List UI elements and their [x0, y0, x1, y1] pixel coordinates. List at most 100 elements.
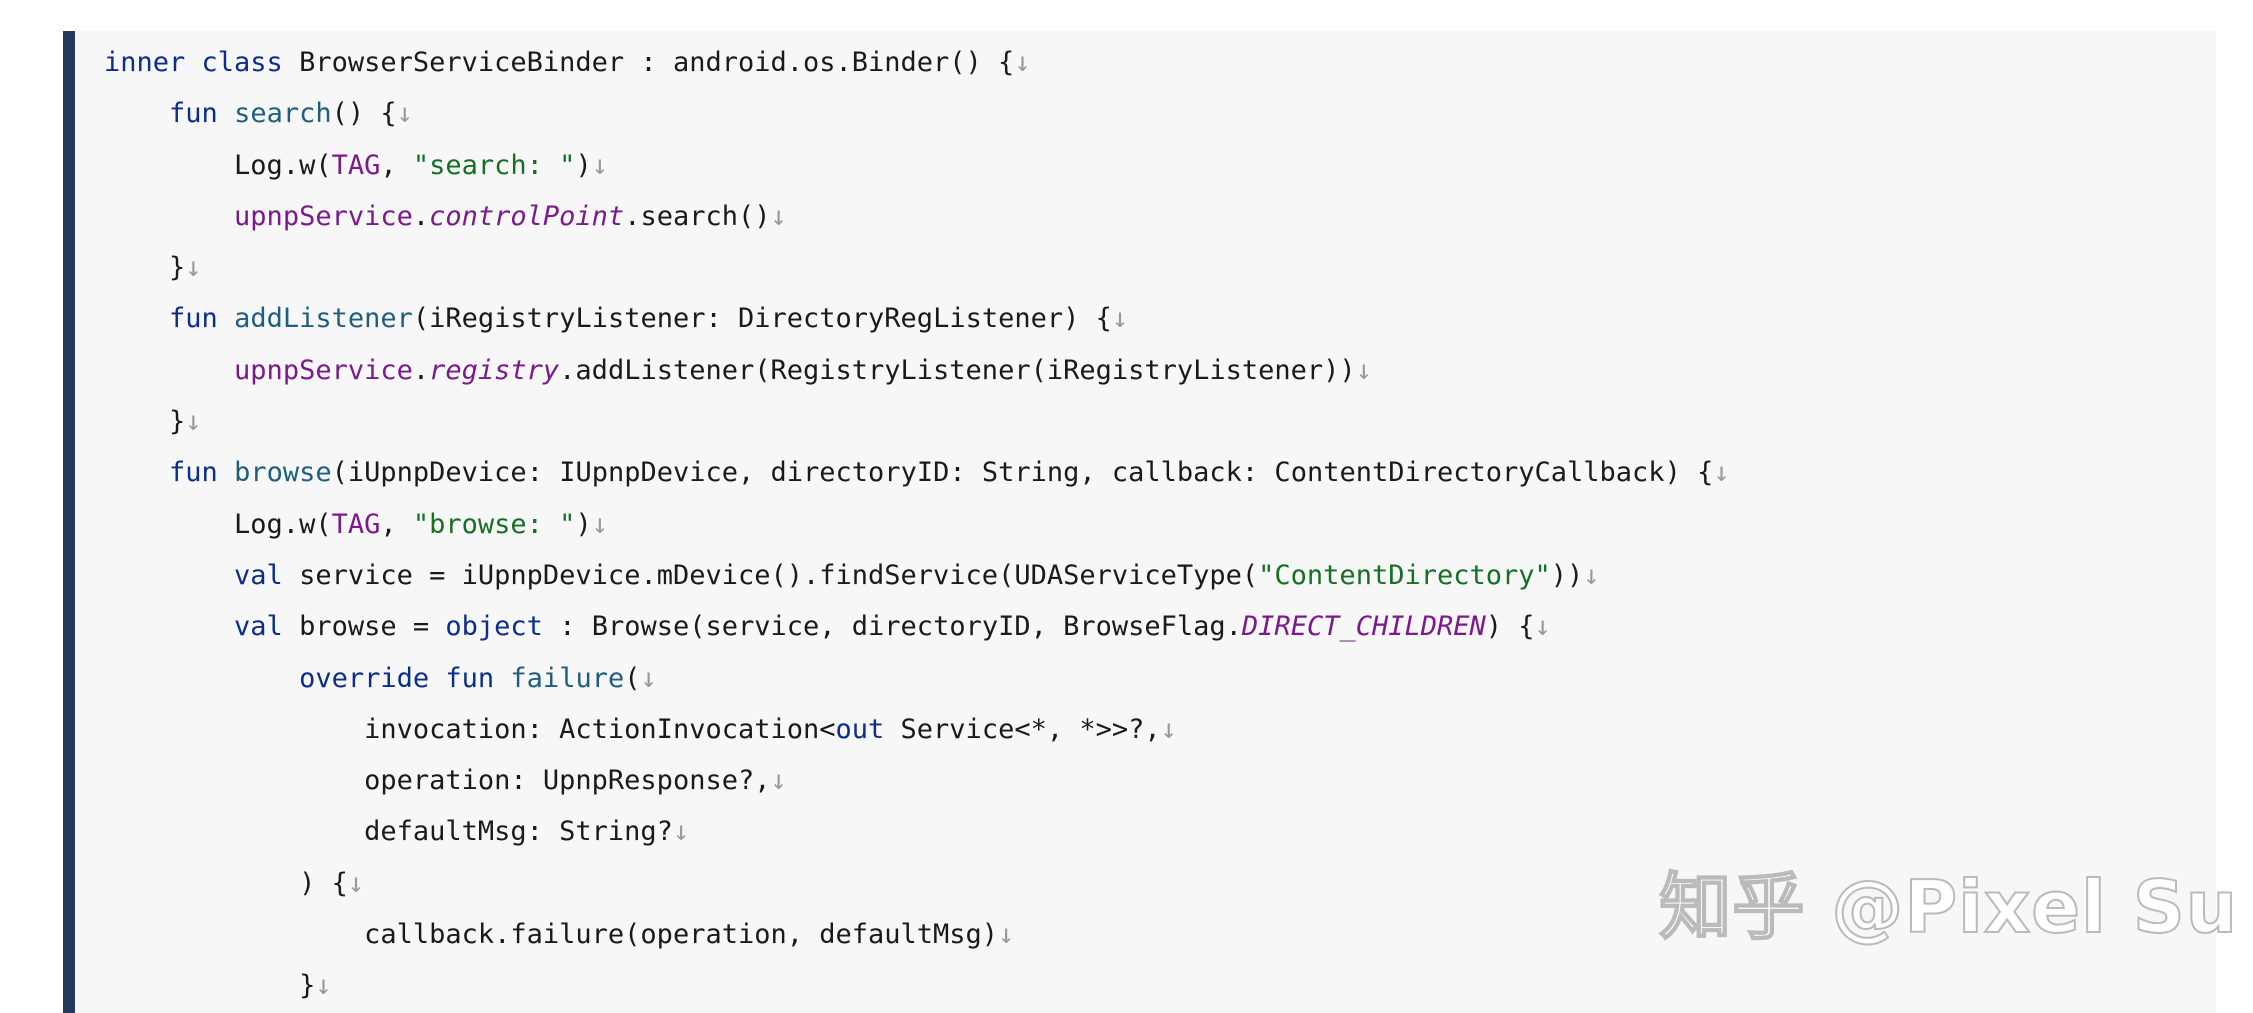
code-token: controlPoint [429, 200, 625, 232]
code-line: Log.w(TAG, "search: ")↓ [104, 134, 1730, 185]
line-break-marker: ↓ [1534, 611, 1551, 643]
line-break-marker: ↓ [396, 98, 413, 130]
code-line: defaultMsg: String?↓ [104, 800, 1730, 851]
code-token [104, 457, 169, 488]
code-token [104, 611, 234, 642]
code-token [218, 303, 234, 334]
line-break-marker: ↓ [185, 252, 202, 284]
code-token [104, 355, 234, 386]
code-line: ) {↓ [104, 852, 1730, 903]
code-token: . [412, 354, 430, 386]
code-token: Service<*, *>>?, [884, 713, 1161, 745]
code-token: fun [169, 98, 218, 130]
code-token [104, 663, 299, 694]
code-token: browse [234, 457, 332, 489]
code-token: , [380, 508, 413, 540]
code-token: ) [575, 508, 592, 540]
code-token: service = iUpnpDevice.mDevice().findServ… [282, 559, 1259, 591]
code-line: callback.failure(operation, defaultMsg)↓ [104, 903, 1730, 954]
line-break-marker: ↓ [347, 867, 365, 899]
code-token: operation: UpnpResponse?, [104, 765, 771, 797]
code-token: fun [169, 457, 218, 489]
code-token [104, 201, 234, 232]
code-listing: inner class BrowserServiceBinder : andro… [104, 31, 1730, 1006]
line-break-marker: ↓ [672, 816, 690, 848]
code-line: override fun failure(↓ [104, 647, 1730, 698]
code-token: search [234, 98, 332, 130]
code-token: "ContentDirectory" [1258, 559, 1551, 591]
code-token: , [380, 149, 413, 181]
code-token: override fun [299, 662, 495, 694]
line-break-marker: ↓ [315, 970, 332, 1002]
line-break-marker: ↓ [1160, 713, 1177, 745]
code-line: operation: UpnpResponse?,↓ [104, 749, 1730, 800]
code-token: ( [624, 662, 641, 694]
code-token [218, 457, 234, 488]
code-token: : Browse(service, directoryID, BrowseFla… [542, 611, 1242, 643]
code-token: upnpService [234, 200, 413, 232]
code-token: object [445, 611, 543, 643]
code-token: )) [1550, 559, 1584, 591]
code-line: fun browse(iUpnpDevice: IUpnpDevice, dir… [104, 441, 1730, 492]
code-token: (iUpnpDevice: IUpnpDevice, directoryID: … [331, 457, 1714, 489]
line-break-marker: ↓ [998, 919, 1015, 951]
code-token: registry [429, 354, 560, 386]
code-token [494, 663, 510, 694]
line-break-marker: ↓ [1583, 559, 1600, 591]
line-break-marker: ↓ [770, 200, 787, 232]
code-block: inner class BrowserServiceBinder : andro… [63, 31, 2216, 1013]
code-token: . [412, 200, 430, 232]
line-break-marker: ↓ [770, 765, 787, 797]
code-token: "search: " [412, 149, 576, 181]
code-token [104, 98, 169, 129]
code-token: fun [169, 303, 218, 335]
line-break-marker: ↓ [1713, 457, 1730, 489]
code-line: fun search() {↓ [104, 82, 1730, 133]
code-token: } [104, 970, 316, 1002]
code-token: addListener [234, 303, 413, 335]
code-token: TAG [331, 508, 381, 540]
code-token: Log.w( [104, 149, 332, 181]
code-token: inner class [104, 47, 283, 78]
code-token: browse = [282, 611, 446, 643]
code-token: DIRECT_CHILDREN [1241, 611, 1486, 643]
code-token: } [104, 406, 186, 438]
code-token: ) { [1485, 611, 1535, 643]
code-line: upnpService.registry.addListener(Registr… [104, 339, 1730, 390]
code-token: out [835, 713, 885, 745]
code-token: upnpService [234, 354, 413, 386]
code-token: failure [510, 662, 625, 694]
code-token: val [234, 611, 283, 643]
code-line: val service = iUpnpDevice.mDevice().find… [104, 544, 1730, 595]
code-token [218, 98, 234, 129]
code-token: } [104, 252, 186, 284]
line-break-marker: ↓ [591, 508, 608, 540]
code-token: BrowserServiceBinder : android.os.Binder… [282, 47, 1015, 78]
code-token: () { [331, 98, 397, 130]
line-break-marker: ↓ [185, 406, 202, 438]
code-line: fun addListener(iRegistryListener: Direc… [104, 287, 1730, 338]
code-token: callback.failure(operation, defaultMsg) [104, 919, 999, 951]
code-line: }↓ [104, 236, 1730, 287]
code-token: defaultMsg: String? [104, 816, 673, 848]
code-line: Log.w(TAG, "browse: ")↓ [104, 493, 1730, 544]
code-token [104, 303, 169, 334]
line-break-marker: ↓ [1355, 354, 1372, 386]
code-token: (iRegistryListener: DirectoryRegListener… [412, 303, 1112, 335]
code-line: }↓ [104, 390, 1730, 441]
code-token: .addListener(RegistryListener(iRegistryL… [559, 354, 1356, 386]
watermark: 知乎 @Pixel Su [1658, 864, 2238, 950]
code-line: inner class BrowserServiceBinder : andro… [104, 31, 1730, 82]
line-break-marker: ↓ [1111, 303, 1129, 335]
code-line: val browse = object : Browse(service, di… [104, 595, 1730, 646]
code-token: ) [575, 149, 592, 181]
code-token: .search() [624, 200, 771, 232]
code-line: }↓ [104, 954, 1730, 1005]
line-break-marker: ↓ [640, 662, 657, 694]
line-break-marker: ↓ [591, 149, 608, 181]
line-break-marker: ↓ [1014, 47, 1031, 78]
code-token: TAG [331, 149, 381, 181]
code-token: ) { [104, 867, 348, 899]
code-token: Log.w( [104, 508, 332, 540]
code-line: invocation: ActionInvocation<out Service… [104, 698, 1730, 749]
